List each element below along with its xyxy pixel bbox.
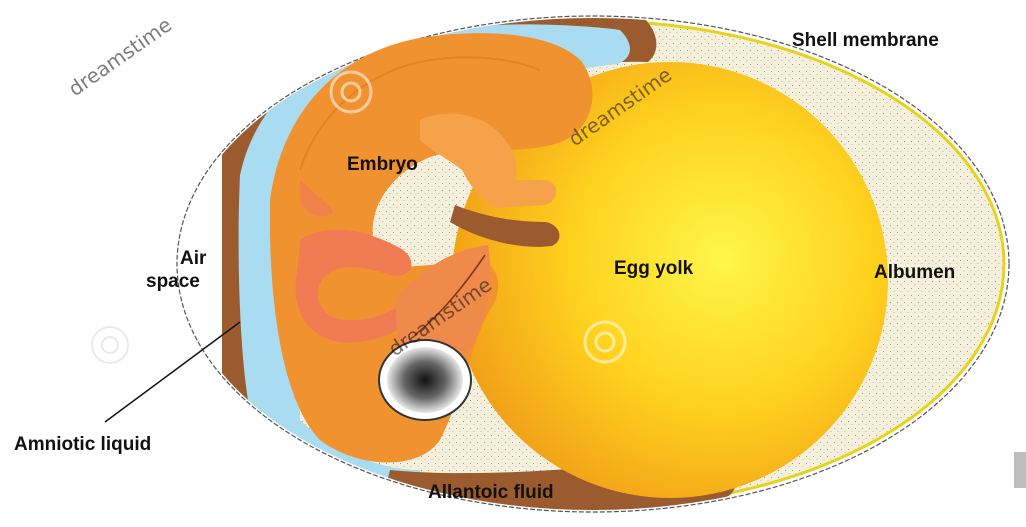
air-space xyxy=(175,120,228,420)
label-shell-membrane: Shell membrane xyxy=(792,30,939,51)
label-embryo: Embryo xyxy=(347,154,418,175)
label-albumen: Albumen xyxy=(874,262,955,283)
label-egg-yolk: Egg yolk xyxy=(614,258,694,279)
label-amniotic-liquid: Amniotic liquid xyxy=(14,434,151,455)
label-allantoic-fluid: Allantoic fluid xyxy=(428,482,554,503)
label-air: Air xyxy=(180,248,207,269)
watermark-text: dreamstime xyxy=(64,12,176,101)
label-space: space xyxy=(146,271,200,292)
corner-tab xyxy=(1014,452,1026,488)
